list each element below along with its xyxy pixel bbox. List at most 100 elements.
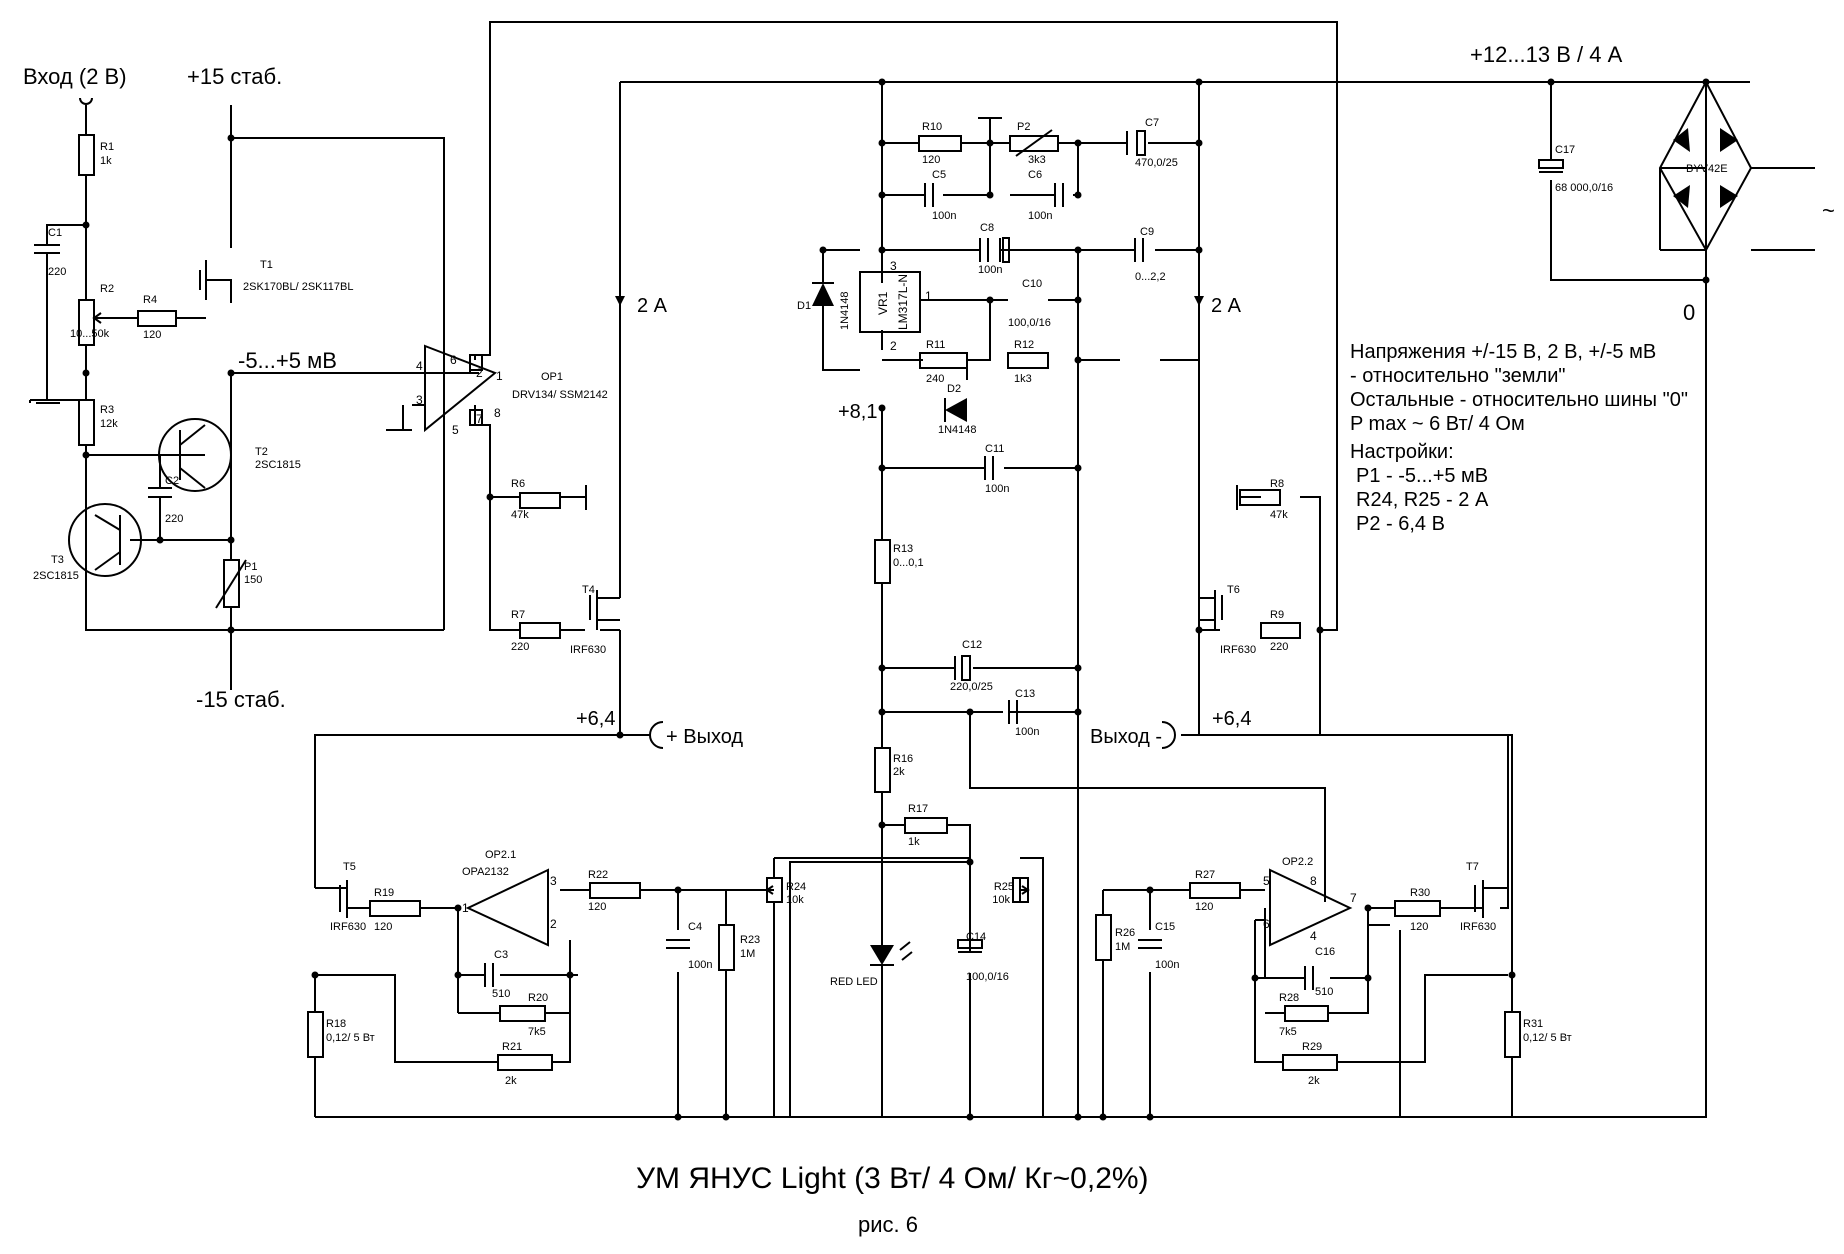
- label-r19: R19: [374, 887, 394, 899]
- resistor-r18: [307, 1011, 324, 1058]
- capacitor-c7: [1126, 130, 1146, 156]
- label-op22: OP2.2: [1282, 856, 1313, 868]
- vr1-regulator: [859, 271, 921, 333]
- output-plus-jack: [649, 721, 664, 749]
- input-label: Вход (2 В): [23, 64, 127, 89]
- value-r11: 240: [926, 373, 944, 385]
- op1-pin-8: 8: [494, 406, 501, 420]
- label-r26: R26: [1115, 927, 1135, 939]
- transistor-t3: [68, 503, 142, 577]
- capacitor-c14: [957, 939, 983, 953]
- potentiometer-p1: [223, 559, 240, 608]
- value-c16: 510: [1315, 986, 1333, 998]
- note-line-8: P2 - 6,4 В: [1356, 513, 1445, 535]
- label-p2: P2: [1017, 121, 1030, 133]
- value-c4: 100n: [688, 959, 712, 971]
- label-c11: C11: [985, 443, 1004, 455]
- note-line-4: P max ~ 6 Вт/ 4 Ом: [1350, 413, 1525, 435]
- led: [870, 941, 913, 966]
- label-d2: D2: [947, 383, 961, 395]
- value-r28: 7k5: [1279, 1026, 1297, 1038]
- op22-pin-8: 8: [1310, 874, 1317, 888]
- offset-label: -5...+5 мВ: [238, 348, 337, 373]
- resistor-r30: [1394, 900, 1441, 917]
- op1-pin-1: 1: [496, 369, 503, 383]
- label-r6: R6: [511, 478, 525, 490]
- label-c8: C8: [980, 222, 994, 234]
- diode-d2: [944, 398, 967, 422]
- label-t6: T6: [1227, 584, 1240, 596]
- value-r10: 120: [922, 154, 940, 166]
- resistor-r9: [1260, 622, 1301, 639]
- label-c3: C3: [494, 949, 508, 961]
- label-r3: R3: [100, 404, 114, 416]
- label-r16: R16: [893, 753, 913, 765]
- label-r21: R21: [502, 1041, 522, 1053]
- op1-pin-box-bot: [469, 409, 483, 426]
- label-c6: C6: [1028, 169, 1042, 181]
- label-t7: T7: [1466, 861, 1479, 873]
- value-t4: IRF630: [570, 644, 606, 656]
- resistor-r1: [78, 134, 95, 176]
- note-line-2: - относительно "земли": [1350, 365, 1565, 387]
- label-r7: R7: [511, 609, 525, 621]
- label-r28: R28: [1279, 992, 1299, 1004]
- current-right-label: 2 А: [1211, 295, 1242, 317]
- capacitor-c10: [999, 237, 1010, 263]
- value-c9: 0...2,2: [1135, 271, 1166, 283]
- resistor-r13: [874, 539, 891, 584]
- zero-bus-label: 0: [1683, 300, 1695, 325]
- value-c17: 68 000,0/16: [1555, 182, 1613, 194]
- value-c13: 100n: [1015, 726, 1039, 738]
- value-t2: 2SC1815: [255, 459, 301, 471]
- value-r4: 120: [143, 329, 161, 341]
- t3-leads: [94, 514, 121, 571]
- p1-trim-mark: [215, 559, 247, 609]
- r25-wiper: [1020, 885, 1030, 895]
- label-op21: OP2.1: [485, 849, 516, 861]
- label-c4: C4: [688, 921, 702, 933]
- resistor-r17: [904, 817, 948, 834]
- value-r29: 2k: [1308, 1075, 1320, 1087]
- label-r11: R11: [926, 339, 945, 351]
- op22-pin-5: 5: [1263, 874, 1270, 888]
- note-line-7: R24, R25 - 2 А: [1356, 489, 1489, 511]
- p2-trim-mark: [1015, 129, 1053, 157]
- value-t3: 2SC1815: [33, 570, 79, 582]
- value-r12: 1k3: [1014, 373, 1032, 385]
- bridge-rectifier: [1658, 79, 1753, 253]
- label-r25: R25: [994, 881, 1014, 893]
- ground-symbols: [36, 117, 1238, 510]
- label-c17: C17: [1555, 144, 1575, 156]
- resistor-r29: [1282, 1054, 1338, 1071]
- plus15-label: +15 стаб.: [187, 64, 282, 89]
- value-c3: 510: [492, 988, 510, 1000]
- value-r21: 2k: [505, 1075, 517, 1087]
- value-r7: 220: [511, 641, 529, 653]
- label-c13: C13: [1015, 688, 1035, 700]
- value-r6: 47k: [511, 509, 529, 521]
- label-r4: R4: [143, 294, 157, 306]
- t6-mosfet: [1199, 590, 1223, 630]
- value-op21: OPA2132: [462, 866, 509, 878]
- value-r17: 1k: [908, 836, 920, 848]
- capacitor-c1: [34, 225, 60, 270]
- label-c2: C2: [165, 475, 179, 487]
- capacitor-c6: [1054, 183, 1064, 207]
- capacitor-c3: [484, 963, 494, 987]
- value-t6: IRF630: [1220, 644, 1256, 656]
- value-c10: 100,0/16: [1008, 317, 1051, 329]
- t1-jfet: [199, 260, 231, 300]
- op22-pin-7: 7: [1350, 891, 1357, 905]
- value-c5: 100n: [932, 210, 956, 222]
- label-r27: R27: [1195, 869, 1215, 881]
- value-c8: 100n: [978, 264, 1002, 276]
- input-jack: [79, 97, 93, 105]
- minus15-label: -15 стаб.: [196, 687, 286, 712]
- label-r13: R13: [893, 543, 913, 555]
- value-r9: 220: [1270, 641, 1288, 653]
- value-d2: 1N4148: [938, 424, 977, 436]
- value-r27: 120: [1195, 901, 1213, 913]
- label-op1: OP1: [541, 371, 563, 383]
